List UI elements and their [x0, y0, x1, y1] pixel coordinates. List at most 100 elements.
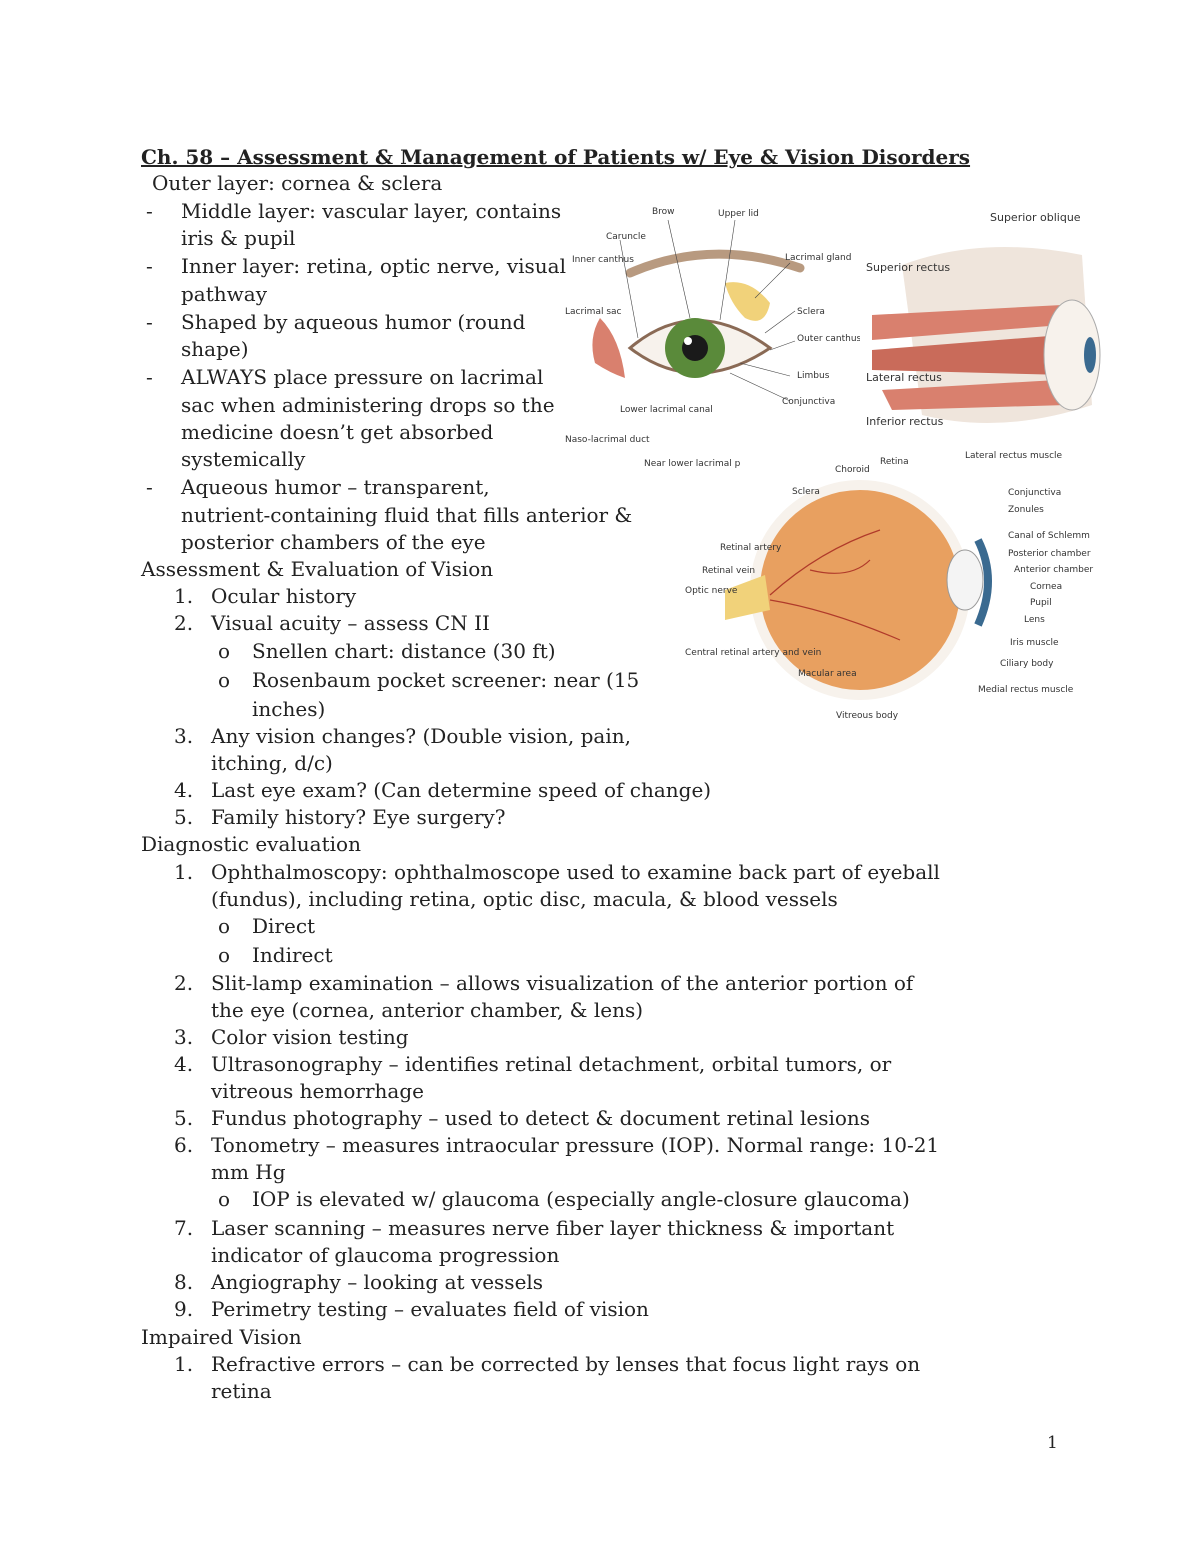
list-item: shape): [181, 337, 249, 361]
figure-label: Caruncle: [606, 232, 646, 242]
intro-line: Outer layer: cornea & sclera: [152, 171, 443, 195]
list-item: Ocular history: [211, 584, 357, 608]
list-item: ALWAYS place pressure on lacrimal: [181, 365, 544, 389]
section-heading: Diagnostic evaluation: [141, 832, 361, 856]
list-item: Fundus photography – used to detect & do…: [211, 1106, 871, 1130]
section-heading: Assessment & Evaluation of Vision: [141, 557, 494, 581]
retinal-vessels: [769, 529, 901, 641]
figure-label: Macular area: [798, 669, 857, 679]
page-title: Ch. 58 – Assessment & Management of Pati…: [141, 145, 971, 169]
list-item: mm Hg: [211, 1160, 286, 1184]
figure-label: Medial rectus muscle: [978, 685, 1074, 695]
figure-label: Zonules: [1008, 505, 1044, 515]
figure-label: Lacrimal sac: [565, 307, 622, 317]
figure-label: Posterior chamber: [1008, 549, 1091, 559]
figure-label: Retinal artery: [720, 543, 782, 553]
sub-bullet: o: [218, 914, 231, 938]
list-item: Inner layer: retina, optic nerve, visual: [181, 254, 566, 278]
list-item: posterior chambers of the eye: [181, 530, 486, 554]
item-number: 6.: [174, 1133, 194, 1157]
eyeball: [1043, 299, 1101, 411]
list-item: Shaped by aqueous humor (round: [181, 310, 526, 334]
eye-highlight: [684, 337, 692, 345]
item-number: 2.: [174, 611, 194, 635]
item-number: 4.: [174, 778, 194, 802]
superior-rectus-shape: [872, 305, 1062, 340]
list-item: indicator of glaucoma progression: [211, 1243, 560, 1267]
figure-label: Vitreous body: [836, 711, 899, 721]
figure-label: Brow: [652, 207, 675, 217]
figure-label: Lacrimal gland: [785, 253, 851, 263]
list-item: retina: [211, 1379, 272, 1403]
list-item: medicine doesn’t get absorbed: [181, 420, 494, 444]
figure-label: Lateral rectus: [866, 371, 942, 384]
lateral-rectus-shape: [872, 335, 1067, 375]
lacrimal-sac: [592, 318, 625, 378]
item-number: 3.: [174, 724, 194, 748]
item-number: 9.: [174, 1297, 194, 1321]
dash-bullet: -: [146, 310, 153, 334]
list-item: Slit-lamp examination – allows visualiza…: [211, 971, 914, 995]
item-number: 3.: [174, 1025, 194, 1049]
lens-shape: [946, 549, 984, 611]
figure-label: Optic nerve: [685, 586, 738, 596]
figure-label: Upper lid: [718, 209, 759, 219]
figure-label: Retina: [880, 457, 909, 467]
figure-label: Conjunctiva: [782, 397, 835, 407]
figure-label: Choroid: [835, 465, 870, 475]
figure-label: Inner canthus: [572, 255, 634, 265]
item-number: 1.: [174, 584, 194, 608]
list-item: itching, d/c): [211, 751, 333, 775]
figure-label: Naso-lacrimal duct: [565, 435, 650, 445]
list-item: Ophthalmoscopy: ophthalmoscope used to e…: [211, 860, 940, 884]
list-item: Any vision changes? (Double vision, pain…: [211, 724, 631, 748]
sub-item: IOP is elevated w/ glaucoma (especially …: [252, 1187, 910, 1211]
figure-label: Cornea: [1030, 582, 1062, 592]
brow: [625, 249, 805, 278]
dash-bullet: -: [146, 199, 153, 223]
list-item: iris & pupil: [181, 226, 296, 250]
item-number: 1.: [174, 1352, 194, 1376]
figure-label: Retinal vein: [702, 566, 755, 576]
list-item: the eye (cornea, anterior chamber, & len…: [211, 998, 644, 1022]
lacrimal-gland: [725, 282, 770, 321]
figure-label: Conjunctiva: [1008, 488, 1061, 498]
sub-item: Snellen chart: distance (30 ft): [252, 639, 556, 663]
sub-item: Direct: [252, 914, 316, 938]
figure-label: Near lower lacrimal p: [644, 459, 741, 469]
cornea: [1084, 337, 1096, 373]
list-item: Last eye exam? (Can determine speed of c…: [211, 778, 712, 802]
sub-bullet: o: [218, 639, 231, 663]
item-number: 4.: [174, 1052, 194, 1076]
list-item: Perimetry testing – evaluates field of v…: [211, 1297, 649, 1321]
sub-bullet: o: [218, 1187, 231, 1211]
item-number: 5.: [174, 805, 194, 829]
list-item: Angiography – looking at vessels: [211, 1270, 544, 1294]
dash-bullet: -: [146, 365, 153, 389]
figure-label: Inferior rectus: [866, 415, 944, 428]
figure-label: Limbus: [797, 371, 830, 381]
list-item: systemically: [181, 447, 306, 471]
figure-label: Central retinal artery and vein: [685, 648, 821, 658]
item-number: 1.: [174, 860, 194, 884]
list-item: Refractive errors – can be corrected by …: [211, 1352, 921, 1376]
item-number: 5.: [174, 1106, 194, 1130]
list-item: Middle layer: vascular layer, contains: [181, 199, 562, 223]
list-item: Ultrasonography – identifies retinal det…: [211, 1052, 892, 1076]
list-item: pathway: [181, 282, 267, 306]
sub-bullet: o: [218, 943, 231, 967]
eyeball-interior: [750, 480, 970, 700]
dash-bullet: -: [146, 254, 153, 278]
list-item: Color vision testing: [211, 1025, 409, 1049]
dash-bullet: -: [146, 475, 153, 499]
section-heading: Impaired Vision: [141, 1325, 302, 1349]
orbit-bone: [902, 247, 1092, 423]
figure-label: Sclera: [792, 487, 820, 497]
list-item: nutrient-containing fluid that fills ant…: [181, 503, 633, 527]
item-number: 7.: [174, 1216, 194, 1240]
eye-muscles-figure: Superior oblique Superior rectus Lateral…: [866, 211, 1101, 428]
page-number: 1: [1047, 1433, 1058, 1453]
optic-nerve-shape: [725, 575, 770, 620]
sub-bullet: o: [218, 668, 231, 692]
list-item: sac when administering drops so the: [181, 393, 555, 417]
